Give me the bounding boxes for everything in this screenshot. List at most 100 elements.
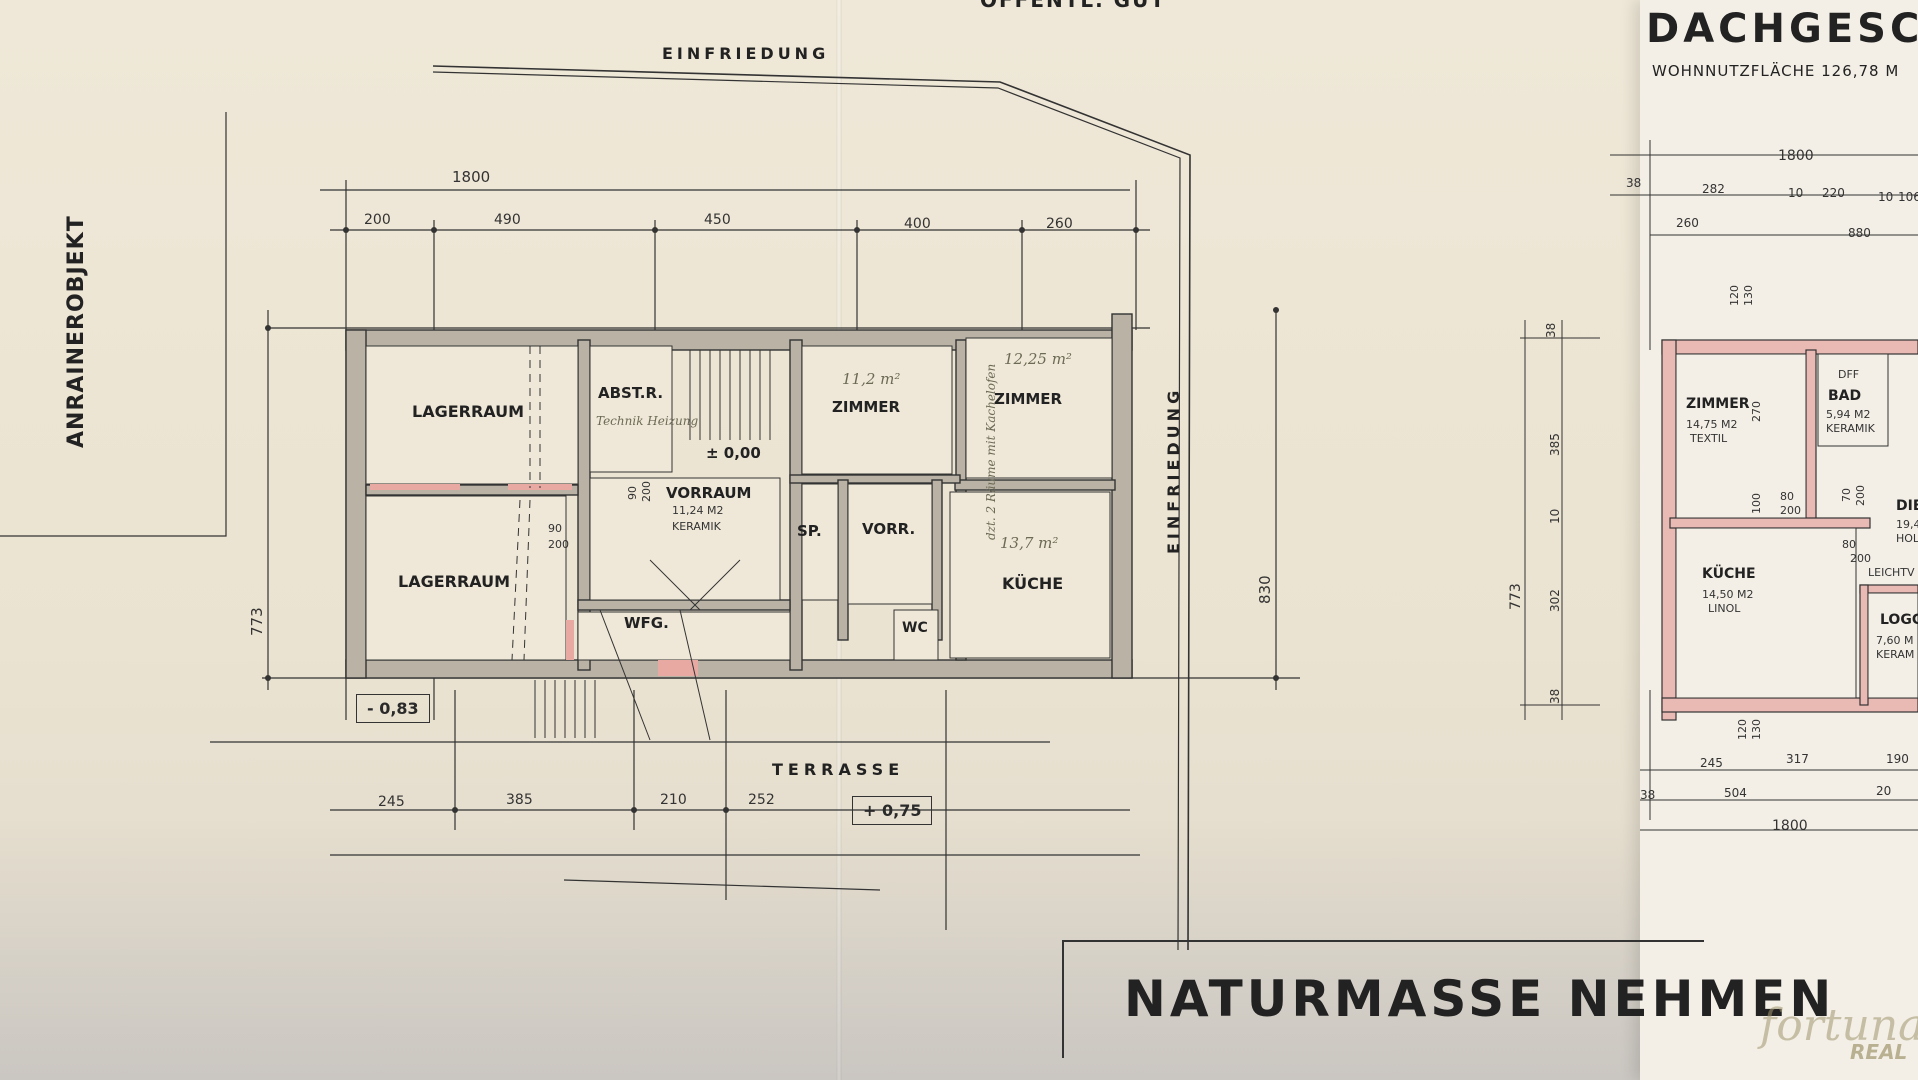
naturmasse-nehmen: NATURMASSE NEHMEN (1124, 970, 1836, 1028)
rp-room-kueche: KÜCHE (1702, 566, 1756, 582)
rp-d200b: 200 (1854, 485, 1867, 506)
anrainerobjekt: ANRAINEROBJEKT (64, 215, 89, 448)
level-minus: - 0,83 (356, 694, 430, 723)
dim-height-left: 773 (248, 607, 266, 636)
rp-b504: 504 (1724, 786, 1747, 800)
rp-t260: 260 (1676, 216, 1699, 230)
room-wc: WC (902, 620, 928, 636)
rp-d70: 70 (1840, 488, 1853, 502)
dim-height-right: 830 (1256, 575, 1274, 604)
dim-b252: 252 (748, 792, 775, 808)
room-zimmer-2: ZIMMER (994, 390, 1063, 408)
dim-b385: 385 (506, 792, 533, 808)
rp-b190: 190 (1886, 752, 1909, 766)
rp-b245: 245 (1700, 756, 1723, 770)
rp-t10a: 10 (1788, 186, 1804, 200)
einfriedung-top: EINFRIEDUNG (662, 44, 830, 63)
rp-b130: 130 (1750, 719, 1763, 740)
door-height-2: 200 (640, 481, 653, 502)
rp-t10b: 10 (1878, 190, 1894, 204)
vorraum-area: 11,24 M2 (672, 504, 724, 517)
wohnnutzflaeche: WOHNNUTZFLÄCHE 126,78 M (1652, 62, 1900, 80)
rp-v38b: 38 (1548, 688, 1562, 704)
paper-shadow (0, 820, 1640, 1080)
watermark-logo: fortuna (1760, 1000, 1918, 1051)
rp-bad-area: 5,94 M2 (1826, 408, 1871, 421)
dim-260: 260 (1046, 216, 1073, 232)
title-block (1062, 940, 1704, 1058)
rp-t880: 880 (1848, 226, 1871, 240)
dim-400: 400 (904, 216, 931, 232)
rp-b20: 20 (1876, 784, 1892, 798)
dim-200: 200 (364, 212, 391, 228)
rp-v385: 385 (1548, 433, 1562, 456)
rp-d80a: 80 (1780, 490, 1794, 503)
offentl-label: ÖFFENTL. GUT (980, 0, 1166, 12)
rp-d80b: 80 (1842, 538, 1856, 551)
room-abstellraum: ABST.R. (598, 384, 664, 402)
rp-loggia-area: 7,60 M (1876, 634, 1914, 647)
rp-room-loggia: LOGG (1880, 612, 1918, 628)
level-zero: ± 0,00 (706, 444, 761, 462)
einfriedung-right: EINFRIEDUNG (1164, 386, 1183, 554)
dim-490: 490 (494, 212, 521, 228)
dim-b210: 210 (660, 792, 687, 808)
rp-loggia-floor: KERAM (1876, 648, 1915, 661)
rp-v38a: 38 (1544, 322, 1558, 338)
rp-d200a: 200 (1780, 504, 1801, 517)
rp-room-zimmer: ZIMMER (1686, 396, 1750, 412)
handwritten-zimmer1-area: 11,2 m² (842, 370, 901, 388)
room-kueche: KÜCHE (1002, 574, 1064, 593)
rp-t38: 38 (1626, 176, 1642, 190)
rp-zimmer-floor: TEXTIL (1690, 432, 1728, 445)
rp-t220: 220 (1822, 186, 1845, 200)
rp-v773: 773 (1508, 583, 1524, 610)
room-lagerraum-1: LAGERRAUM (412, 402, 525, 421)
rp-diele-floor: HOL (1896, 532, 1918, 545)
rp-diele-area: 19,4 (1896, 518, 1918, 531)
rp-t282: 282 (1702, 182, 1725, 196)
dachgeschoss-title: DACHGESC (1646, 6, 1918, 52)
dim-450: 450 (704, 212, 731, 228)
door-width-1: 90 (548, 522, 562, 535)
rp-kueche-area: 14,50 M2 (1702, 588, 1754, 601)
rp-kueche-floor: LINOL (1708, 602, 1741, 615)
handwritten-zimmer2-area: 12,25 m² (1004, 350, 1072, 368)
rp-v130: 130 (1742, 285, 1755, 306)
room-lagerraum-2: LAGERRAUM (398, 572, 511, 591)
room-speis: SP. (797, 522, 822, 540)
rp-dff: DFF (1838, 368, 1860, 381)
rp-v10: 10 (1548, 508, 1562, 524)
rp-room-bad: BAD (1828, 388, 1862, 404)
room-vorraum-2: VORR. (862, 520, 916, 538)
rp-b1800: 1800 (1772, 818, 1808, 834)
door-width-2: 90 (626, 486, 639, 500)
room-zimmer-1: ZIMMER (832, 398, 901, 416)
handwritten-zimmer-note: dzt. 2 Räume mit Kachelofen (984, 363, 998, 540)
rp-d200c: 200 (1850, 552, 1871, 565)
rp-zimmer-area: 14,75 M2 (1686, 418, 1738, 431)
rp-d100: 100 (1750, 493, 1763, 514)
rp-d270: 270 (1750, 401, 1763, 422)
level-plus: + 0,75 (852, 796, 933, 825)
vorraum-floor: KERAMIK (672, 520, 721, 533)
dim-b245: 245 (378, 794, 405, 810)
door-height-1: 200 (548, 538, 569, 551)
rp-b317: 317 (1786, 752, 1809, 766)
room-vorraum: VORRAUM (666, 484, 752, 502)
rp-leichtwand: LEICHTV (1868, 566, 1915, 579)
handwritten-abst-note: Technik Heizung (596, 414, 699, 428)
handwritten-kueche-area: 13,7 m² (1000, 534, 1059, 552)
rp-v302: 302 (1548, 589, 1562, 612)
rp-room-diele: DIE (1896, 498, 1918, 514)
room-wfg: WFG. (624, 614, 669, 632)
terrasse-label: TERRASSE (772, 760, 905, 779)
rp-t106: 106 (1898, 190, 1918, 204)
rp-total-top: 1800 (1778, 148, 1814, 164)
rp-v120: 120 (1728, 285, 1741, 306)
rp-b120: 120 (1736, 719, 1749, 740)
watermark-sub: REAL (1850, 1040, 1908, 1064)
rp-bad-floor: KERAMIK (1826, 422, 1875, 435)
rp-b38: 38 (1640, 788, 1656, 802)
